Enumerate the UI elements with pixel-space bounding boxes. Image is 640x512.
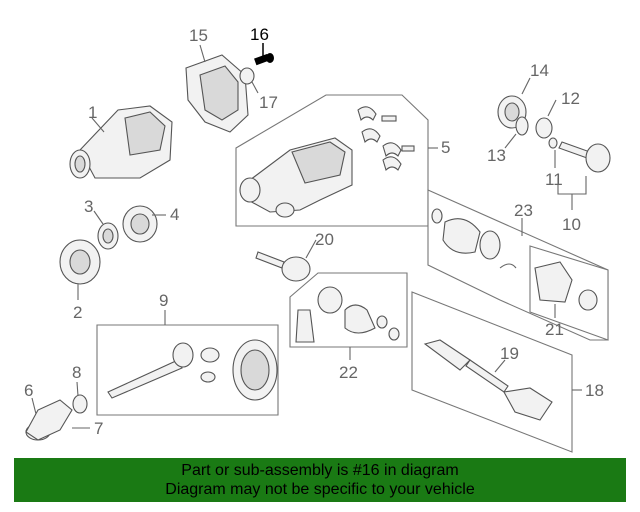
differential-housing[interactable] bbox=[239, 137, 353, 218]
callout-14: 14 bbox=[530, 61, 549, 80]
callout-19: 19 bbox=[500, 344, 519, 363]
callout-10: 10 bbox=[562, 215, 581, 234]
pinion-bearing[interactable] bbox=[200, 347, 220, 383]
callout-21: 21 bbox=[545, 320, 564, 339]
companion-flange-2[interactable] bbox=[59, 239, 101, 285]
panel-9 bbox=[96, 324, 279, 416]
callout-12: 12 bbox=[561, 89, 580, 108]
callout-16: 16 bbox=[250, 25, 269, 44]
callout-5: 5 bbox=[441, 138, 450, 157]
axle-hub-10[interactable] bbox=[558, 141, 611, 173]
seal-12[interactable] bbox=[535, 117, 553, 139]
o-ring-17[interactable] bbox=[239, 67, 255, 85]
boot-kit[interactable] bbox=[295, 286, 400, 343]
callout-17: 17 bbox=[259, 93, 278, 112]
bearing-caps[interactable] bbox=[357, 106, 415, 172]
banner-line-1: Part or sub-assembly is #16 in diagram bbox=[181, 462, 459, 479]
callout-23: 23 bbox=[514, 201, 533, 220]
callout-7: 7 bbox=[94, 419, 103, 438]
rear-cover[interactable] bbox=[185, 54, 249, 133]
seal-13[interactable] bbox=[515, 116, 529, 136]
flange-6[interactable] bbox=[25, 399, 73, 441]
final-drive-assembly[interactable] bbox=[69, 105, 173, 179]
circlip-11[interactable] bbox=[548, 137, 558, 149]
callout-6: 6 bbox=[24, 381, 33, 400]
callout-8: 8 bbox=[72, 363, 81, 382]
callout-18: 18 bbox=[585, 381, 604, 400]
ring-gear[interactable] bbox=[232, 339, 278, 401]
bearing-4[interactable] bbox=[122, 205, 158, 243]
parts-diagram: 1 2 3 4 5 6 7 8 9 10 11 12 13 14 15 16 1… bbox=[24, 25, 611, 453]
callout-20: 20 bbox=[315, 230, 334, 249]
callout-15: 15 bbox=[189, 26, 208, 45]
seal-8[interactable] bbox=[72, 394, 88, 414]
stub-shaft-20[interactable] bbox=[255, 251, 311, 282]
inner-boot-kit[interactable] bbox=[431, 208, 517, 269]
callout-1: 1 bbox=[88, 103, 97, 122]
joint-housing-21[interactable] bbox=[534, 261, 598, 311]
drive-pinion[interactable] bbox=[107, 342, 194, 399]
callout-9: 9 bbox=[159, 291, 168, 310]
banner-line-2: Diagram may not be specific to your vehi… bbox=[165, 481, 475, 498]
callout-22: 22 bbox=[339, 363, 358, 382]
callout-11: 11 bbox=[545, 170, 563, 189]
callout-2: 2 bbox=[73, 303, 82, 322]
callout-13: 13 bbox=[487, 146, 506, 165]
bolt-part-16[interactable] bbox=[254, 43, 274, 66]
callout-3: 3 bbox=[84, 197, 93, 216]
axle-shaft[interactable] bbox=[423, 339, 553, 421]
callout-4: 4 bbox=[170, 205, 179, 224]
notice-banner: Part or sub-assembly is #16 in diagram D… bbox=[14, 458, 626, 502]
